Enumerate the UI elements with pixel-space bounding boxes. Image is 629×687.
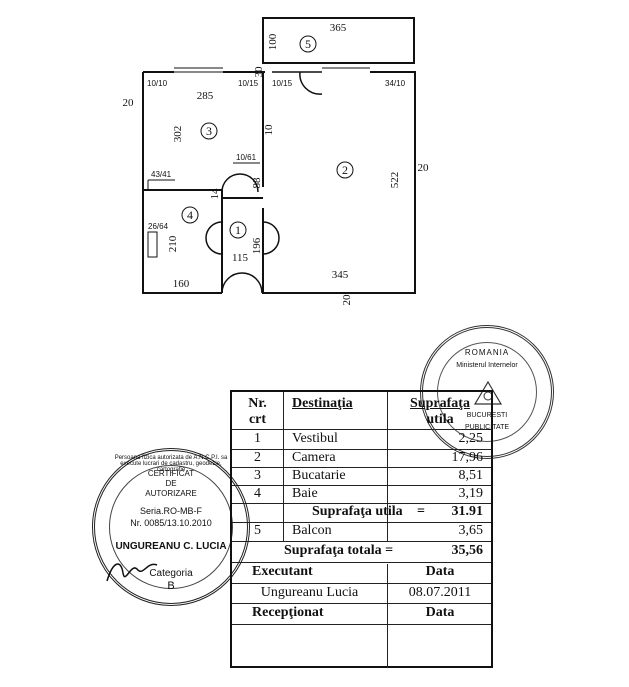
executant-date: 08.07.2011 (408, 585, 472, 600)
stamp-right-line: PUBLICITATE (464, 424, 510, 431)
signature (106, 563, 158, 582)
stamp-left-ring: Persoana fizica autorizata de A.N.C.P.I.… (114, 455, 228, 473)
stamp-left-line: CERTIFICAT (147, 469, 195, 478)
window-label: 34/10 (385, 79, 406, 88)
floor-plan: 5 3 2 4 1 365 100 30 20 20 20 285 302 10… (123, 17, 430, 306)
room-number-4: 4 (187, 208, 193, 222)
stamp-right-line: BUCURESTI (466, 412, 508, 419)
stamp-left-category-label: Categoria (149, 568, 193, 579)
stamp-right-line: ROMANIA (464, 348, 510, 357)
data-label: Data (425, 605, 455, 620)
room-number-1: 1 (235, 223, 241, 237)
dim-365: 365 (330, 22, 347, 34)
table-row-sum-utila: Suprafaţa utila = 31.91 (232, 503, 491, 523)
receptionat-label: Recepţionat (252, 605, 324, 620)
dim-10: 10 (263, 124, 275, 136)
header-utila: utila (426, 412, 454, 427)
dim-522: 522 (389, 172, 401, 189)
row-nr: 2 (254, 450, 261, 465)
table-row: 3 Bucatarie 8,51 (232, 467, 491, 486)
header-destinatia: Destinaţia (292, 396, 353, 411)
table-row: 2 Camera 17,96 (232, 449, 491, 468)
stamp-left-name: UNGUREANU C. LUCIA (115, 541, 227, 552)
window-label: 10/15 (272, 79, 293, 88)
row-suprafata: 3,19 (458, 486, 484, 501)
outer-wall (262, 71, 416, 294)
sum-utila-value: 31.91 (451, 504, 484, 519)
dim-285: 285 (197, 90, 214, 102)
header-suprafata: Suprafaţa (410, 396, 470, 411)
table-row-receptionat-header: Recepţionat Data (232, 603, 491, 625)
row-suprafata: 17,96 (451, 450, 484, 465)
dim-210: 210 (167, 235, 179, 252)
dim-20-bottom: 20 (341, 294, 353, 306)
table-row: 5 Balcon 3,65 (232, 522, 491, 542)
sum-totala-label: Suprafaţa totala = (284, 543, 394, 558)
window-label: 10/10 (147, 79, 168, 88)
row-nr: 1 (254, 431, 261, 446)
balcony-outline (262, 17, 415, 64)
data-label: Data (425, 564, 455, 579)
table-row-executant: Ungureanu Lucia 08.07.2011 (232, 583, 491, 604)
table-header: Nr. crt Destinaţia Suprafaţa utila (232, 392, 491, 430)
door-label: 10/61 (236, 153, 257, 162)
row-destinatia: Camera (292, 450, 336, 465)
dim-88: 88 (251, 177, 263, 189)
sum-utila-label: Suprafaţa utila (312, 504, 403, 519)
row-nr: 4 (254, 486, 261, 501)
table-row-sum-totala: Suprafaţa totala = 35,56 (232, 541, 491, 563)
table-row: 1 Vestibul 2,25 (232, 429, 491, 450)
row-destinatia: Bucatarie (292, 468, 346, 483)
room-number-3: 3 (206, 124, 212, 138)
row-suprafata: 8,51 (458, 468, 484, 483)
header-nr: Nr. (248, 396, 267, 411)
header-crt: crt (248, 412, 267, 427)
dim-196: 196 (251, 237, 263, 254)
sum-utila-eq: = (417, 504, 425, 519)
room-number-5: 5 (305, 37, 311, 51)
stamp-left: Persoana fizica autorizata de A.N.C.P.I.… (92, 448, 250, 606)
door-label: 26/64 (148, 222, 169, 231)
stamp-left-line: AUTORIZARE (145, 489, 197, 498)
dim-20-left: 20 (123, 97, 135, 109)
executant-name: Ungureanu Lucia (260, 585, 359, 600)
dim-302: 302 (172, 126, 184, 143)
row-nr: 5 (254, 523, 261, 538)
dim-100: 100 (267, 33, 279, 50)
row-destinatia: Baie (292, 486, 318, 501)
dim-14: 14 (209, 188, 221, 200)
stamp-left-line: Nr. 0085/13.10.2010 (130, 518, 212, 528)
row-destinatia: Vestibul (292, 431, 338, 446)
executant-label: Executant (252, 564, 313, 579)
window-label: 10/15 (238, 79, 259, 88)
outer-wall (142, 72, 222, 294)
dim-30: 30 (253, 66, 265, 78)
stamp-right-line: Ministerul Internelor (456, 362, 518, 369)
stamp-left-line: Seria.RO-MB-F (139, 506, 202, 516)
stamp-right: ROMANIA Ministerul Internelor BUCURESTI … (420, 325, 554, 459)
door-label: 43/41 (151, 170, 172, 179)
stamp-left-line: DE (165, 479, 177, 488)
table-row-executant-header: Executant Data (232, 562, 491, 584)
area-table: Nr. crt Destinaţia Suprafaţa utila 1 Ves… (230, 390, 493, 668)
stamp-left-category-value: B (167, 580, 175, 592)
dim-345: 345 (332, 269, 349, 281)
room-number-2: 2 (342, 163, 348, 177)
dim-160: 160 (173, 278, 190, 290)
row-suprafata: 2,25 (458, 431, 484, 446)
sum-totala-value: 35,56 (451, 543, 484, 558)
dim-115: 115 (232, 252, 249, 264)
table-row: 4 Baie 3,19 (232, 485, 491, 504)
row-destinatia: Balcon (292, 523, 332, 538)
dim-20-right: 20 (418, 162, 430, 174)
row-suprafata: 3,65 (458, 523, 484, 538)
row-nr: 3 (254, 468, 261, 483)
